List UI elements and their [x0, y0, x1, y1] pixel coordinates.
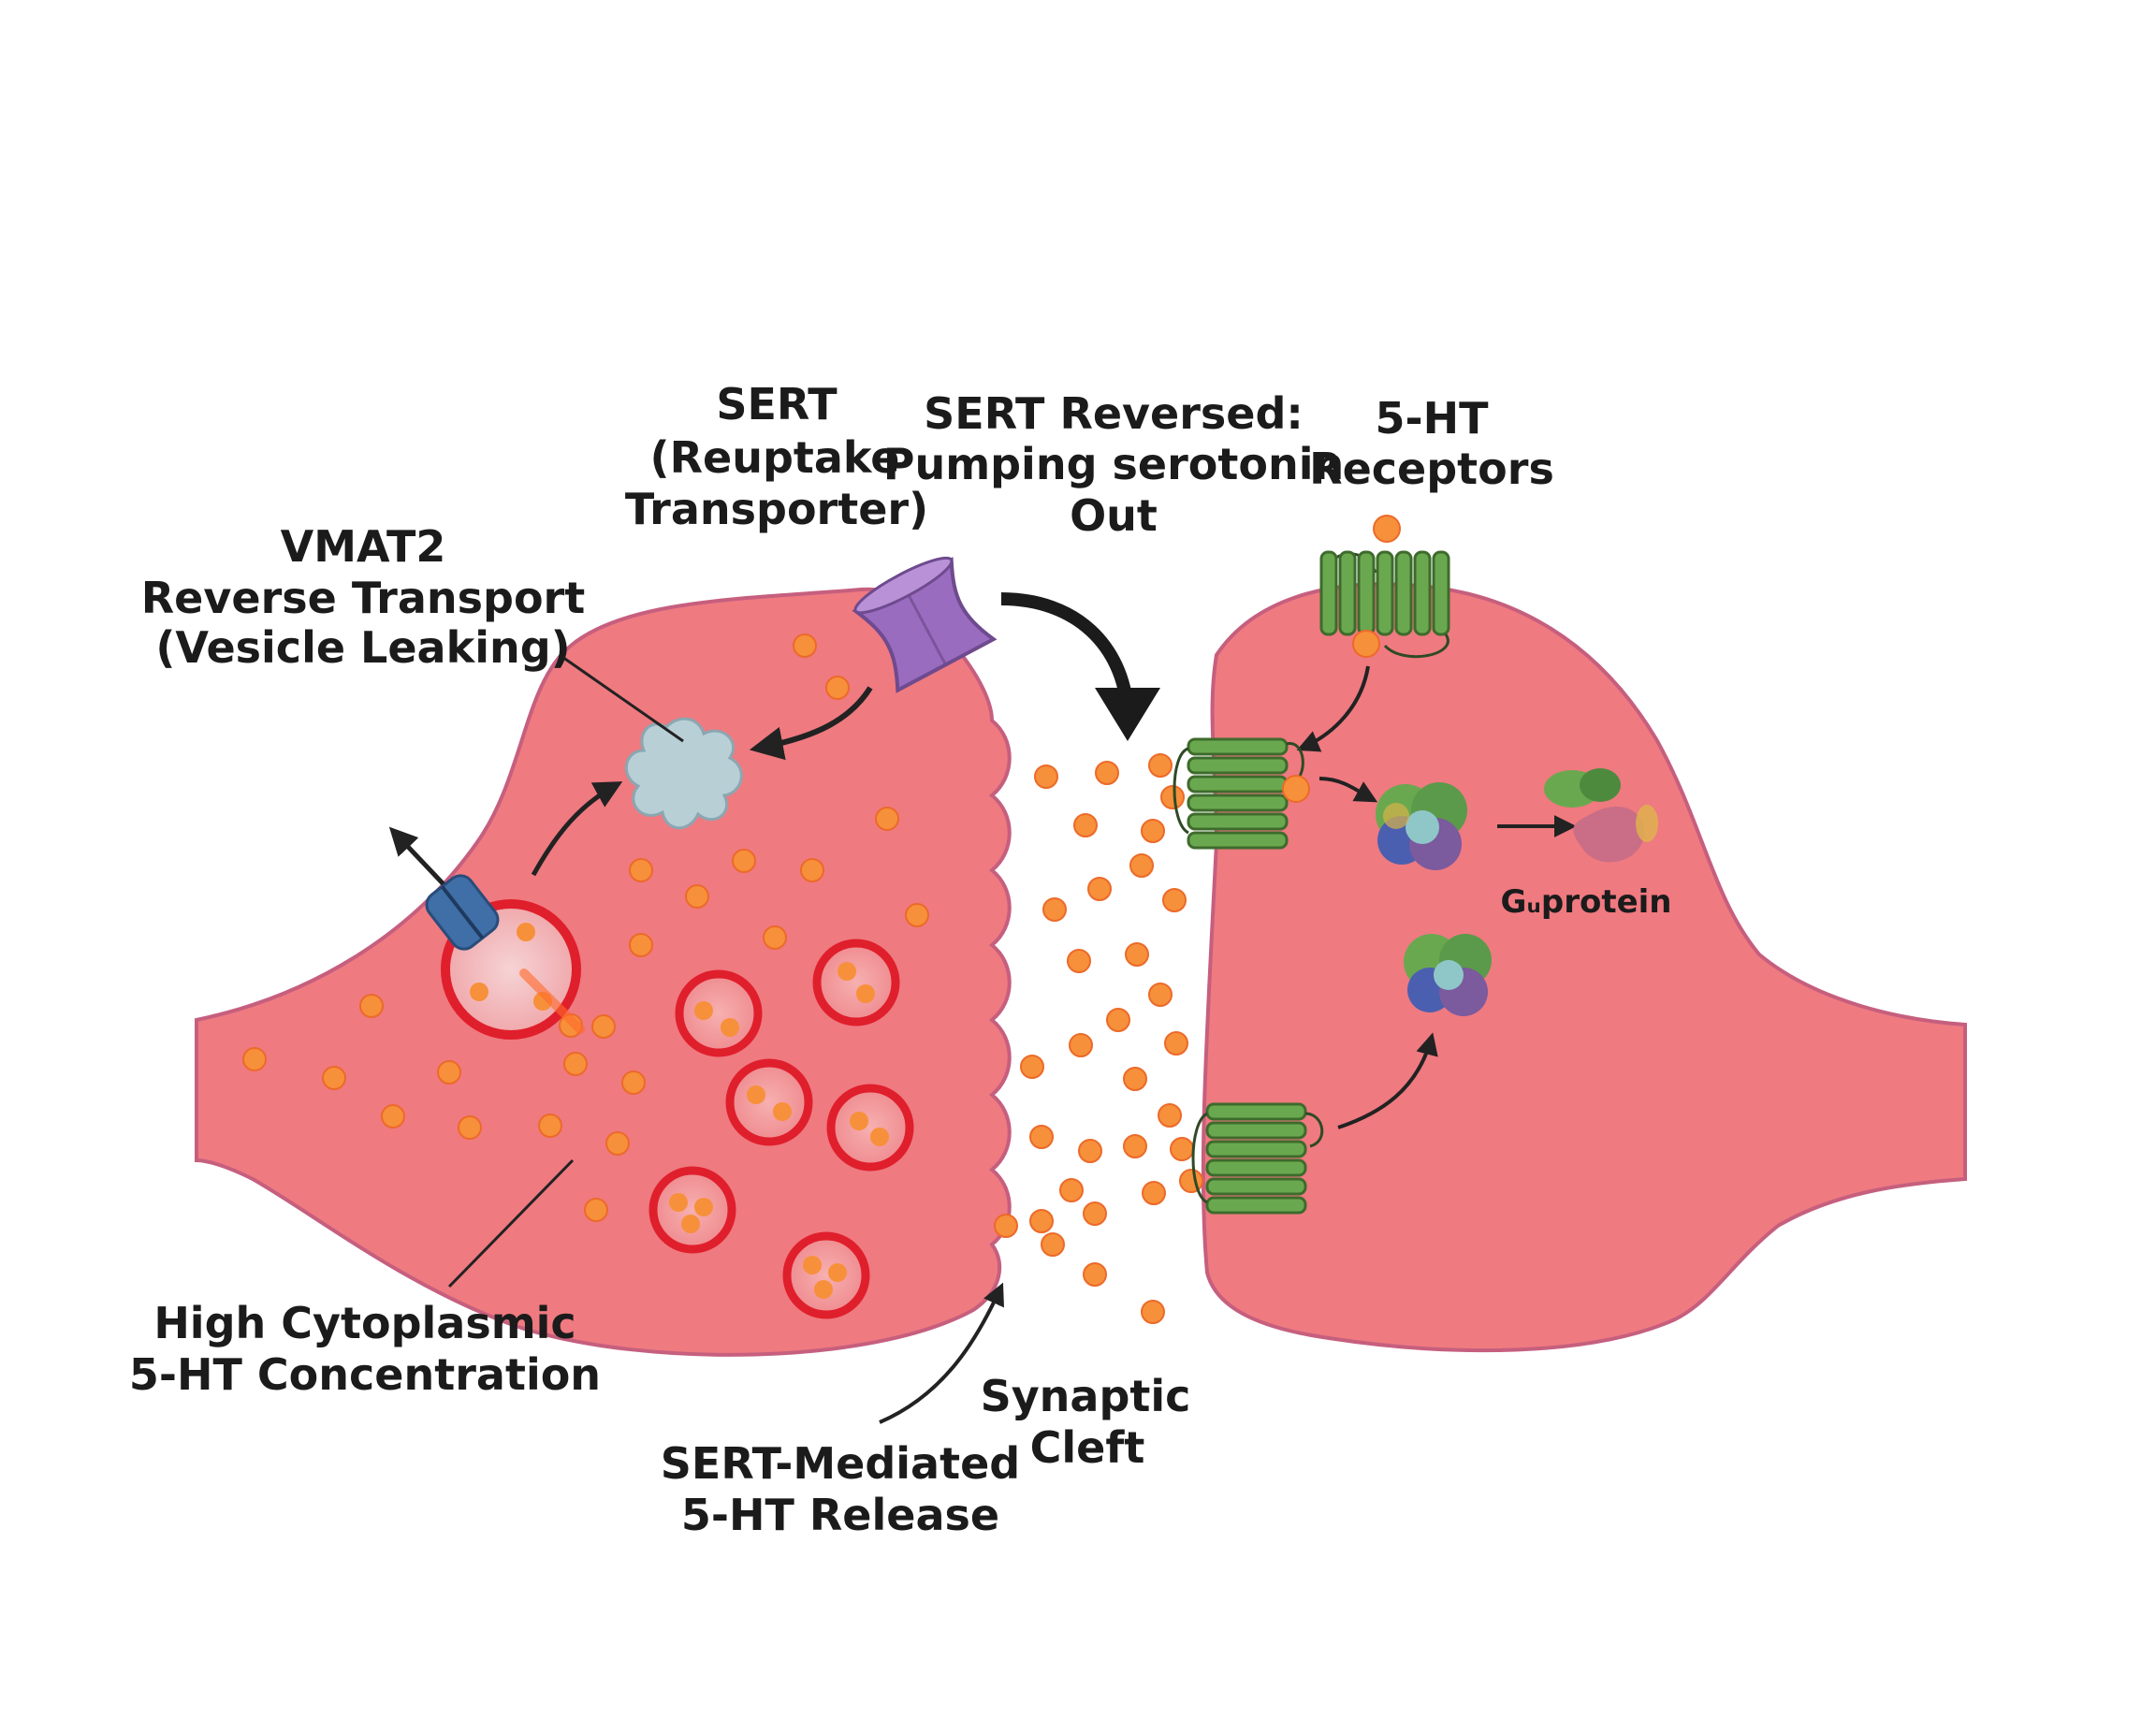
release-label-line2: 5-HT Release [681, 1490, 999, 1540]
cytoplasmic-label: High Cytoplasmic 5-HT Concentration [129, 1298, 601, 1400]
cleft-label: Synaptic Cleft [981, 1371, 1191, 1473]
vesicle [782, 1231, 870, 1319]
postsynaptic-terminal [1201, 582, 1967, 1353]
g-protein-complex-icon [1376, 782, 1467, 870]
cleft-serotonin [994, 753, 1203, 1324]
vesicle [675, 969, 763, 1057]
vesicle [826, 1084, 914, 1172]
vesicle [648, 1166, 736, 1254]
receptor-signal-arrow-2 [1337, 1032, 1438, 1129]
cytoplasmic-label-line2: 5-HT Concentration [129, 1349, 601, 1400]
blue-channel-icon [388, 826, 500, 951]
sert-reversed-label-line3: Out [1070, 490, 1158, 541]
receptors-label-line1: 5-HT [1376, 393, 1490, 444]
vmat2-label: VMAT2 Reverse Transport (Vesicle Leaking… [141, 521, 585, 673]
release-arrow [879, 1282, 1004, 1424]
cleft-label-line1: Synaptic [981, 1371, 1191, 1421]
receptors-label-line2: Receptors [1309, 444, 1554, 494]
cytoplasmic-leader-line [447, 1158, 575, 1288]
vmat2-label-line1: VMAT2 [281, 521, 446, 572]
sert-reversed-arrowhead [1095, 688, 1160, 741]
sert-reversed-label-line1: SERT Reversed: [924, 388, 1304, 439]
sert-reversed-label-line2: Pumping serotonin [883, 439, 1345, 489]
release-label-line1: SERT-Mediated [661, 1438, 1020, 1489]
sert-label-line1: SERT [716, 379, 838, 430]
sert-reversed-label: SERT Reversed: Pumping serotonin Out [883, 388, 1345, 541]
vmat2-label-line3: (Vesicle Leaking) [155, 622, 570, 673]
receptor-to-gprotein-arrow [1318, 777, 1378, 803]
sert-to-vmat2-arrow [749, 686, 873, 761]
seven-helix-receptor-icon [1191, 1102, 1324, 1215]
hourglass-transporter-icon [852, 556, 998, 693]
release-label: SERT-Mediated 5-HT Release [661, 1438, 1020, 1540]
sert-label-line3: Transporter) [625, 484, 928, 534]
receptor-signal-arrow-1 [1296, 665, 1370, 752]
vmat2-label-line2: Reverse Transport [141, 573, 585, 623]
vesicle [725, 1058, 813, 1146]
g-protein-complex-icon [1544, 768, 1658, 863]
g-protein-complex-icon [1404, 934, 1492, 1016]
vesicle-to-vmat2-arrow [531, 781, 623, 877]
cytoplasmic-label-line1: High Cytoplasmic [153, 1298, 575, 1348]
vmat2-leader-line [559, 653, 684, 743]
seven-helix-receptor-icon [1173, 737, 1310, 850]
synaptic-vesicles [441, 899, 914, 1319]
sert-label-line2: (Reuptake [650, 432, 900, 483]
gprotein-label: Gᵤprotein [1500, 883, 1671, 921]
receptors-label: 5-HT Receptors [1309, 393, 1554, 494]
seven-helix-receptor-icon [1319, 515, 1450, 659]
cross-transporter-icon [624, 717, 743, 830]
vesicle [812, 939, 900, 1026]
sert-label: SERT (Reuptake Transporter) [625, 379, 928, 534]
cleft-label-line2: Cleft [1030, 1422, 1145, 1473]
presynaptic-terminal [195, 587, 1012, 1357]
